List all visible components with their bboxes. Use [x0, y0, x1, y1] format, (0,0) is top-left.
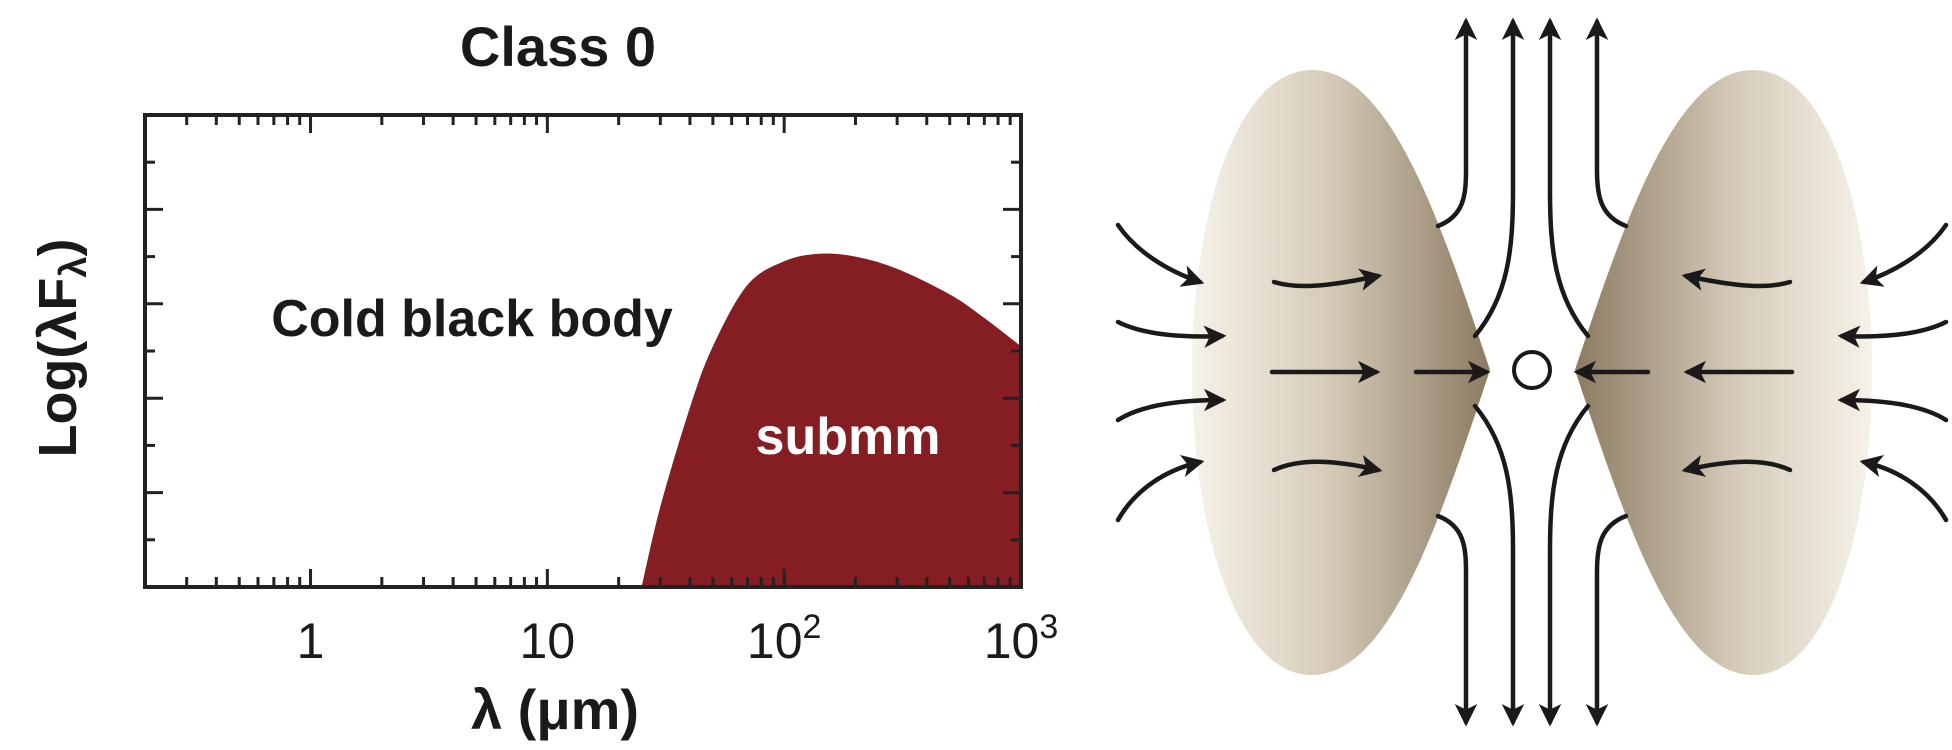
- infall-arrow-right-inner-3: [1681, 454, 1793, 477]
- y-axis-label: Log(λFλ): [28, 238, 95, 457]
- x-tick-label-base: 10: [984, 613, 1040, 669]
- x-axis-label: λ (μm): [471, 678, 639, 741]
- infall-arrow-right-outer-3: [1837, 388, 1949, 423]
- infall-arrow-left-inner-1: [1271, 268, 1383, 291]
- submm-area: [641, 253, 1021, 588]
- outflow-arrow-down-2: [1472, 403, 1525, 727]
- y-axis-label-close: ): [28, 238, 88, 256]
- infall-arrow-right-outer-4: [1859, 455, 1949, 523]
- infall-arrow-left-outer-3: [1115, 388, 1227, 423]
- infall-arrow-left-outer-1: [1115, 222, 1205, 287]
- infall-arrow-right-inner-1: [1681, 268, 1793, 291]
- x-ticks-top: [143, 115, 1023, 133]
- x-tick-label-exponent: 3: [1039, 608, 1058, 646]
- x-tick-label-0: 1: [297, 613, 325, 669]
- outflow-arrow-up-2: [1472, 17, 1525, 339]
- outflow-arrow-down-4: [1585, 513, 1629, 727]
- x-tick-label-base: 10: [747, 613, 803, 669]
- outflow-arrow-up-3: [1538, 17, 1591, 339]
- x-tick-label-2: 102: [747, 608, 822, 669]
- x-tick-label-3: 103: [984, 608, 1059, 669]
- y-axis-label-subscript: λ: [53, 256, 95, 277]
- y-axis-label-main: Log(λF: [28, 278, 88, 458]
- plot-frame: [143, 113, 1023, 589]
- protostar-icon: [1512, 350, 1552, 390]
- infall-arrow-right-outer-2: [1837, 319, 1949, 349]
- infall-arrow-left-inner-3: [1271, 454, 1383, 477]
- infall-arrow-right-outer-1: [1859, 222, 1949, 287]
- annotation-submm: submm: [756, 408, 941, 466]
- outflow-arrow-up-4: [1585, 17, 1629, 229]
- outflow-arrow-up-1: [1435, 17, 1478, 229]
- x-tick-label-base: 1: [297, 613, 325, 669]
- infall-arrow-left-outer-2: [1115, 319, 1227, 349]
- x-tick-label-exponent: 2: [803, 608, 822, 646]
- annotation-cold-black-body: Cold black body: [271, 290, 673, 348]
- outflow-arrow-down-3: [1538, 403, 1591, 727]
- x-tick-label-base: 10: [520, 613, 576, 669]
- x-tick-label-1: 10: [520, 613, 576, 669]
- chart-title: Class 0: [460, 15, 656, 78]
- protostar-diagram: [1115, 17, 1949, 727]
- outflow-arrow-down-1: [1435, 513, 1478, 727]
- y-ticks-left: [145, 160, 163, 542]
- infall-arrow-left-outer-4: [1115, 455, 1205, 523]
